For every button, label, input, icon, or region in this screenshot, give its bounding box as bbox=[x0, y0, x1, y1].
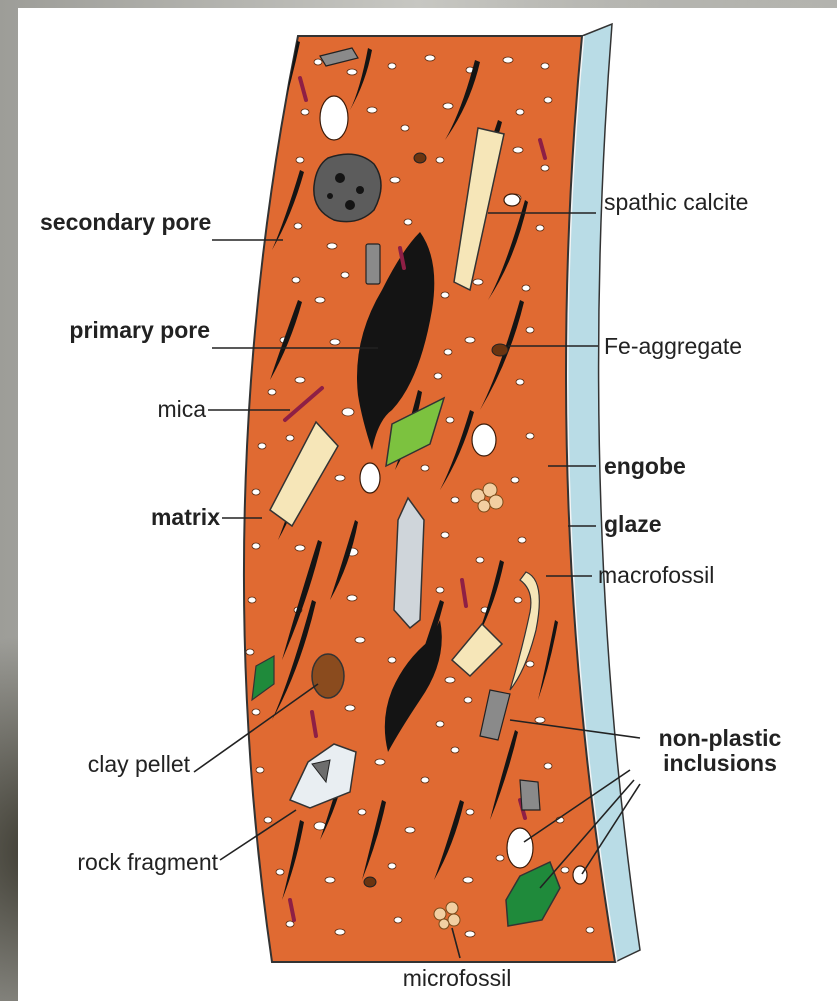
label-macrofossil: macrofossil bbox=[598, 563, 714, 588]
label-spathic-calcite: spathic calcite bbox=[604, 190, 754, 215]
rock-fragment-dark bbox=[314, 154, 381, 221]
label-glaze: glaze bbox=[604, 512, 662, 537]
fe-aggregate-lower bbox=[364, 877, 376, 887]
clay-pellet bbox=[312, 654, 344, 698]
label-engobe: engobe bbox=[604, 454, 686, 479]
quartz-crystal bbox=[394, 498, 424, 628]
label-non-plastic-inclusions: non-plastic inclusions bbox=[630, 726, 810, 776]
label-clay-pellet: clay pellet bbox=[60, 752, 190, 777]
label-secondary-pore: secondary pore bbox=[40, 210, 210, 235]
fe-aggregate-small bbox=[414, 153, 426, 163]
label-primary-pore: primary pore bbox=[40, 318, 210, 343]
label-mica: mica bbox=[40, 397, 206, 422]
fe-aggregate bbox=[492, 344, 508, 356]
label-rock-fragment: rock fragment bbox=[40, 850, 218, 875]
label-matrix: matrix bbox=[40, 505, 220, 530]
label-fe-aggregate: Fe-aggregate bbox=[604, 334, 742, 359]
label-microfossil: microfossil bbox=[372, 966, 542, 991]
